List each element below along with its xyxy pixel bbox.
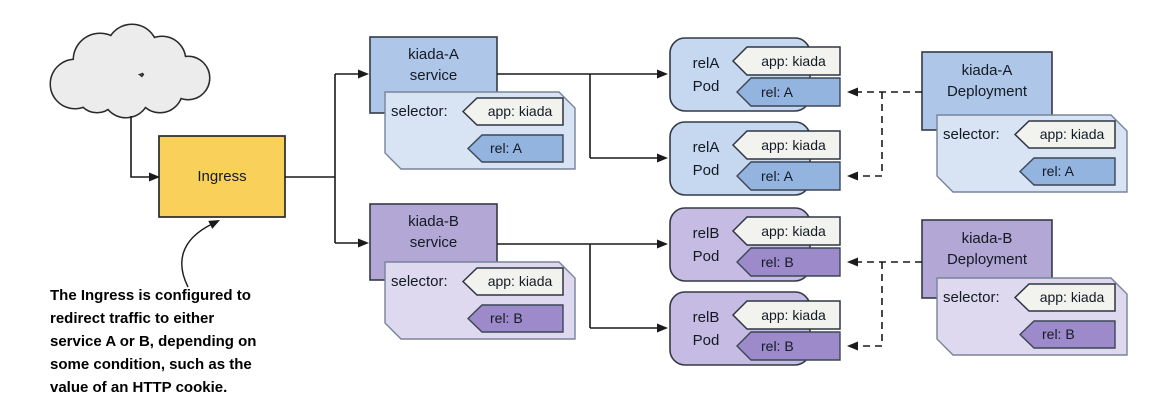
service-b-selector-label: selector: bbox=[391, 273, 448, 290]
service-b-rel-tag-text: rel: B bbox=[490, 310, 523, 326]
deployment-a-kind: Deployment bbox=[946, 83, 1028, 100]
pod-relb-1-title: relB Pod bbox=[676, 222, 736, 268]
deployment-a-app-label-tag bbox=[1013, 120, 1116, 149]
service-a-selector-label: selector: bbox=[391, 103, 448, 120]
pod-rela-2-app-label-tag bbox=[731, 130, 841, 160]
service-a-app-tag-text: app: kiada bbox=[487, 103, 553, 119]
pod-rela-2-app-tag-text: app: kiada bbox=[761, 137, 826, 153]
cloud-icon bbox=[49, 23, 211, 119]
pod-relb-1-app-tag-text: app: kiada bbox=[761, 223, 826, 239]
deployment-b-kind: Deployment bbox=[946, 251, 1028, 268]
annotation-callout-arrow bbox=[181, 219, 221, 288]
pod-rela-1-app-label-tag bbox=[731, 46, 841, 76]
service-a-rel-tag-text: rel: A bbox=[490, 140, 522, 156]
deployment-b-rel-tag-text: rel: B bbox=[1042, 326, 1075, 342]
service-b-app-tag-text: app: kiada bbox=[487, 273, 553, 289]
pod-rela-1-rel-tag-text: rel: A bbox=[761, 84, 793, 100]
pod-relb-1-kind: Pod bbox=[692, 248, 720, 265]
pod-relb-2-app-tag-text: app: kiada bbox=[761, 307, 826, 323]
pod-rela-2-title: relA Pod bbox=[676, 136, 736, 182]
deployment-a-name: kiada-A bbox=[961, 62, 1013, 79]
service-b-title: kiada-B service bbox=[370, 211, 497, 253]
deployment-b-app-tag-text: app: kiada bbox=[1039, 289, 1105, 305]
deployment-a-rel-tag-text: rel: A bbox=[1042, 163, 1074, 179]
service-a-name: kiada-A bbox=[408, 46, 459, 63]
service-b-app-label-tag bbox=[461, 267, 564, 296]
pod-relb-2-rel-tag-text: rel: B bbox=[761, 338, 794, 354]
ingress-label: Ingress bbox=[197, 168, 247, 185]
deployment-b-rel-label-tag bbox=[1018, 320, 1116, 349]
service-a-app-label-tag bbox=[461, 97, 564, 126]
pod-relb-1-app-label-tag bbox=[731, 216, 841, 246]
service-a-title: kiada-A service bbox=[370, 44, 497, 86]
service-b-kind: service bbox=[409, 234, 458, 251]
deployment-a-title: kiada-A Deployment bbox=[922, 60, 1052, 102]
pod-relb-2-rel-label-tag bbox=[736, 331, 841, 361]
pod-rela-2-rel-tag-text: rel: A bbox=[761, 168, 793, 184]
pod-relb-2-name: relB bbox=[692, 309, 720, 326]
deployment-b-selector-label: selector: bbox=[943, 289, 1000, 306]
annotation-text: The Ingress is configured to redirect tr… bbox=[50, 287, 257, 396]
pod-relb-2-kind: Pod bbox=[692, 332, 720, 349]
pod-rela-2-name: relA bbox=[692, 139, 720, 156]
deployment-a-app-tag-text: app: kiada bbox=[1039, 126, 1105, 142]
pod-rela-2-rel-label-tag bbox=[736, 161, 841, 191]
pod-relb-2-app-label-tag bbox=[731, 300, 841, 330]
deployment-a-rel-label-tag bbox=[1018, 157, 1116, 186]
service-b-rel-label-tag bbox=[466, 304, 564, 333]
arrow-cloud-to-ingress bbox=[130, 116, 160, 182]
connector-lines bbox=[130, 69, 922, 351]
deployment-b-title: kiada-B Deployment bbox=[922, 228, 1052, 270]
service-b-name: kiada-B bbox=[408, 213, 459, 230]
pod-relb-2-title: relB Pod bbox=[676, 306, 736, 352]
service-a-rel-label-tag bbox=[466, 134, 564, 163]
deployment-b-app-label-tag bbox=[1013, 283, 1116, 312]
deployment-b-name: kiada-B bbox=[961, 230, 1013, 247]
pod-rela-2-kind: Pod bbox=[692, 162, 720, 179]
pod-rela-1-rel-label-tag bbox=[736, 77, 841, 107]
pod-rela-1-title: relA Pod bbox=[676, 52, 736, 98]
pod-rela-1-name: relA bbox=[692, 55, 720, 72]
pod-relb-1-rel-tag-text: rel: B bbox=[761, 254, 794, 270]
pod-relb-1-name: relB bbox=[692, 225, 720, 242]
deployment-a-selector-label: selector: bbox=[943, 126, 1000, 143]
service-a-kind: service bbox=[409, 67, 458, 84]
pod-rela-1-app-tag-text: app: kiada bbox=[761, 53, 826, 69]
pod-relb-1-rel-label-tag bbox=[736, 247, 841, 277]
pod-rela-1-kind: Pod bbox=[692, 78, 720, 95]
